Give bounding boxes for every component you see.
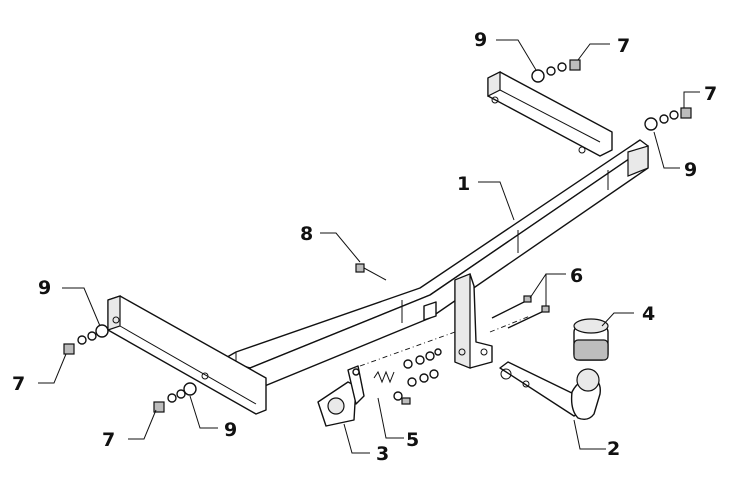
callout-2: 2 bbox=[607, 438, 620, 460]
towball-cap-4 bbox=[573, 318, 609, 361]
bolt-set-left-lower bbox=[153, 382, 197, 413]
callout-7-left-lower: 7 bbox=[102, 429, 115, 451]
center-mounting-plate bbox=[423, 273, 493, 369]
callout-3: 3 bbox=[376, 443, 389, 465]
bolt-set-top bbox=[531, 59, 581, 83]
bolt-8 bbox=[355, 263, 387, 281]
callout-1: 1 bbox=[457, 173, 470, 195]
callout-9-top: 9 bbox=[474, 29, 487, 51]
callout-7-right: 7 bbox=[704, 83, 717, 105]
callout-9-left-lower: 9 bbox=[224, 419, 237, 441]
bolt-set-right bbox=[644, 107, 692, 131]
callout-7-top: 7 bbox=[617, 35, 630, 57]
callout-4: 4 bbox=[642, 303, 655, 325]
socket-plate-3 bbox=[317, 365, 365, 427]
left-side-bracket bbox=[107, 295, 267, 415]
bolts-6 bbox=[491, 295, 550, 329]
axis-line bbox=[489, 315, 531, 333]
leader-lines bbox=[38, 39, 700, 454]
callout-8: 8 bbox=[300, 223, 313, 245]
spring-5 bbox=[373, 370, 411, 405]
right-side-bracket bbox=[487, 71, 613, 157]
callout-7-left-upper: 7 bbox=[12, 373, 25, 395]
callout-9-right: 9 bbox=[684, 159, 697, 181]
callout-5: 5 bbox=[406, 429, 419, 451]
callout-6: 6 bbox=[570, 265, 583, 287]
bolt-set-left-upper bbox=[63, 324, 109, 355]
nuts-washers-center bbox=[403, 348, 442, 387]
callout-9-left-upper: 9 bbox=[38, 277, 51, 299]
towball-neck-2 bbox=[499, 361, 601, 421]
axis-line bbox=[359, 331, 456, 367]
